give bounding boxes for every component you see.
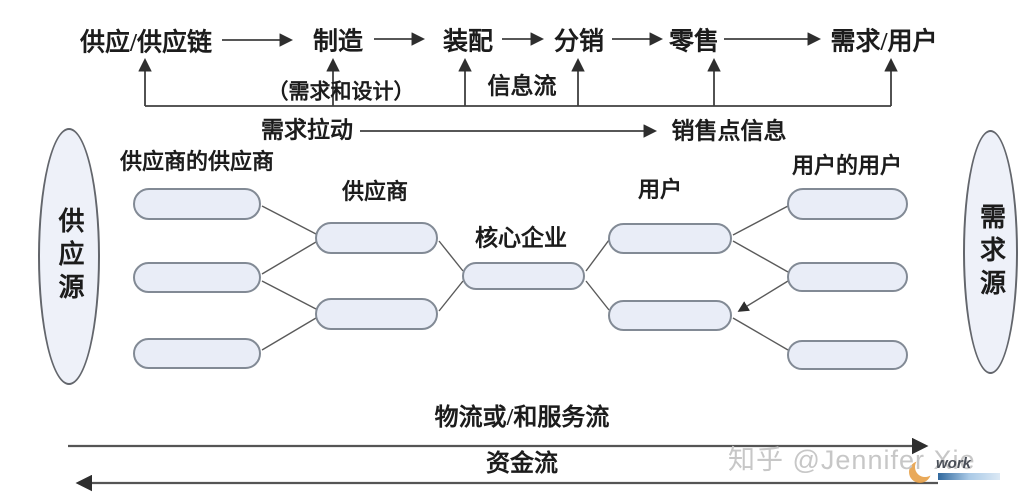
demand-source-ellipse: 需求源 bbox=[963, 130, 1018, 374]
label-funds-flow: 资金流 bbox=[486, 450, 558, 477]
label-info-flow: 信息流 bbox=[487, 73, 557, 99]
label-demand-and-design: （需求和设计） bbox=[267, 79, 415, 104]
supply-source-label: 供应源 bbox=[55, 207, 84, 306]
work-logo-underline bbox=[938, 473, 1000, 480]
node-users-user-1 bbox=[787, 188, 908, 220]
chain-node-distribution: 分销 bbox=[553, 28, 605, 56]
node-supplier-1 bbox=[315, 222, 438, 254]
label-suppliers-supplier: 供应商的供应商 bbox=[119, 148, 275, 174]
node-user-2 bbox=[608, 300, 732, 331]
node-suppliers-supplier-3 bbox=[133, 338, 261, 369]
supply-source-ellipse: 供应源 bbox=[38, 128, 100, 385]
work-logo-text: work bbox=[936, 455, 972, 472]
chain-node-manufacture: 制造 bbox=[312, 28, 364, 56]
label-supplier: 供应商 bbox=[341, 178, 409, 204]
chain-node-retail: 零售 bbox=[668, 28, 720, 56]
label-demand-pull: 需求拉动 bbox=[261, 117, 353, 143]
chain-arrows bbox=[222, 32, 822, 47]
node-users-user-2 bbox=[787, 262, 908, 292]
node-suppliers-supplier-1 bbox=[133, 188, 261, 220]
node-supplier-2 bbox=[315, 298, 438, 330]
label-point-of-sale-info: 销售点信息 bbox=[671, 118, 787, 144]
chain-node-supply: 供应/供应链 bbox=[80, 29, 212, 57]
node-suppliers-supplier-2 bbox=[133, 262, 261, 293]
zhihu-watermark: 知乎 @Jennifer Xie bbox=[728, 445, 976, 475]
demand-source-label: 需求源 bbox=[976, 202, 1006, 302]
label-logistics-service-flow: 物流或/和服务流 bbox=[434, 404, 610, 431]
node-users-user-3 bbox=[787, 340, 908, 370]
label-core-enterprise: 核心企业 bbox=[475, 225, 567, 251]
node-core-enterprise bbox=[462, 262, 585, 290]
chain-node-assembly: 装配 bbox=[442, 28, 494, 56]
chain-node-demand-user: 需求/用户 bbox=[830, 28, 938, 56]
label-user: 用户 bbox=[637, 176, 683, 202]
label-users-user: 用户的用户 bbox=[791, 152, 903, 178]
node-user-1 bbox=[608, 223, 732, 254]
